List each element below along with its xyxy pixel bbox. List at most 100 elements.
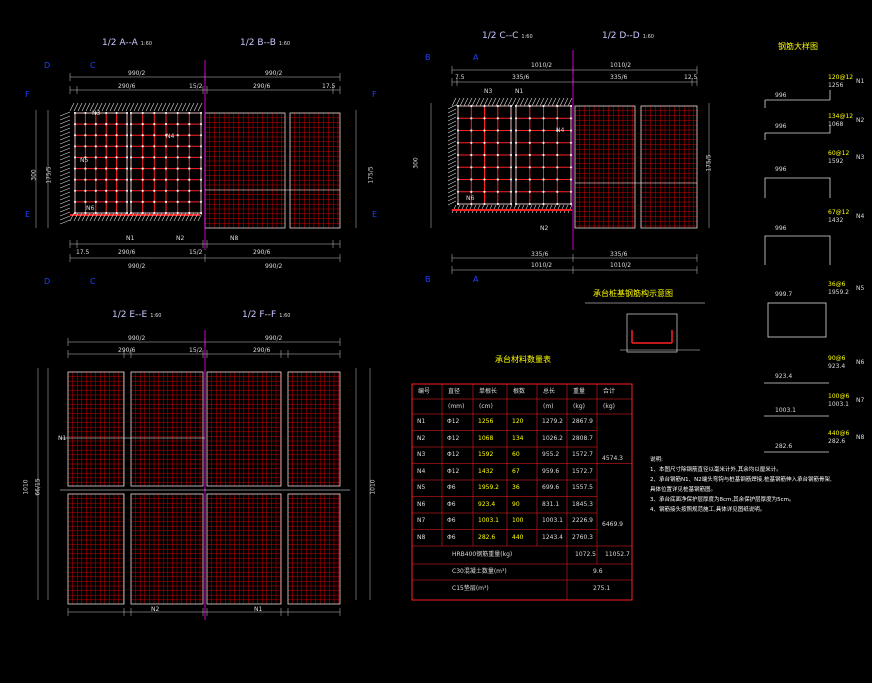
section-mark-c-top: C [90,61,96,70]
detail-id-n2: N2 [856,117,865,124]
mesh-e2 [130,371,204,487]
table-cell-6-3: 100 [512,517,524,524]
table-sum3-label: C15垫层(m³) [452,585,489,592]
table-cell-3-0: N4 [417,467,426,475]
dim-thk-right: 175/5 [367,166,375,184]
section-mark-e-right: E [372,210,378,219]
table-unit-5: (kg) [573,403,585,410]
dim-e1: 17.5 [322,83,336,90]
dim-long2-left: 66/15 [34,478,42,496]
detail-n4-shape [764,235,831,265]
section-mark-c-bottom: C [90,277,96,286]
table-cell-4-2: 1959.2 [478,484,499,491]
table-cell-7-5: 2760.3 [572,533,593,541]
table-header-3: 根数 [513,388,526,395]
table-cell-6-2: 1003.1 [478,517,499,524]
table-sum1-a: 1072.5 [575,551,596,558]
note-line-0: 说明: [650,457,663,463]
rebar-grid-a1 [73,111,129,215]
section-mark-b-top: B [425,53,431,62]
table-cell-2-2: 1592 [478,451,494,458]
dim-half-width-bottom-2: 990/2 [265,263,283,270]
dim-height-left: 300 [30,169,38,181]
table-cell-5-3: 90 [512,500,520,508]
rebar-label-n1-f: N1 [254,606,263,613]
detail-spec-n5: 36@6 [828,281,846,288]
table-cell-5-1: Φ6 [447,500,456,508]
detail-total-n4: 1432 [828,217,844,224]
table-cell-1-1: Φ12 [447,434,460,442]
mesh-d1 [574,105,636,229]
detail-id-n8: N8 [856,434,865,441]
dim-half-width-top: 990/2 [128,70,146,77]
detail-len-n8: 282.6 [775,443,793,450]
section-mark-a-bottom: A [473,275,479,284]
mesh-b1 [204,112,286,229]
detail-spec-n3: 60@12 [828,150,850,157]
dim-c2: 15/2 [189,83,203,90]
table-cell-0-1: Φ12 [447,418,460,425]
dim-b1-top: 1010/2 [531,62,553,69]
detail-id-n5: N5 [856,285,865,292]
rebar-label-n8: N8 [230,235,239,242]
detail-total-n3: 1592 [828,158,844,165]
dim-b2: 7.5 [455,74,465,81]
table-cell-6-0: N7 [417,517,426,524]
detail-spec-n8: 440@6 [828,430,850,437]
table-cell-2-6: 4574.3 [602,455,623,462]
rebar-grid-a2 [129,111,203,215]
section-mark-a-top: A [473,53,479,62]
table-cell-2-3: 60 [512,451,520,458]
table-header-0: 编号 [418,388,431,395]
rebar-label-n5: N5 [80,157,89,164]
mesh-e3 [67,493,125,605]
table-cell-7-1: Φ6 [447,533,456,541]
mesh-f2 [287,371,341,487]
rebar-label-n4: N4 [166,133,175,140]
rebar-label-n2-e: N2 [151,606,160,613]
section-mark-b-bottom: B [425,275,431,284]
dim-half-width-e: 990/2 [128,335,146,342]
note-line-5: 4、钢筋接头按照规范施工,具体详见图纸说明。 [650,507,766,513]
mesh-f1 [206,371,282,487]
table-cell-6-5: 2226.9 [572,517,593,524]
table-sum2-val: 9.6 [593,568,603,575]
section-mark-f-left: F [25,90,30,99]
table-cell-5-5: 1845.3 [572,500,593,508]
detail-total-n5: 1959.2 [828,289,849,296]
title-material-table: 承台材料数量表 [495,355,551,364]
dim-c2-e: 15/2 [189,347,203,354]
dim-c1-e: 290/6 [118,347,136,354]
detail-len-n3: 996 [775,166,787,173]
table-unit-1: (mm) [448,403,465,410]
table-sum1-label: HRB400钢筋重量(kg) [452,551,513,558]
dim-b1-bottom: 1010/2 [531,262,553,269]
hatch-bottom-a [69,212,203,222]
rebar-label-n2-b: N2 [540,225,549,232]
hatch-top-a [69,102,203,112]
table-cell-3-3: 67 [512,467,520,475]
mesh-e1 [67,371,125,487]
rebar-grid-c1 [456,104,513,206]
detail-spec-n7: 100@6 [828,393,850,400]
table-cell-0-3: 120 [512,418,524,425]
table-header-5: 重量 [573,388,586,395]
table-cell-7-2: 282.6 [478,533,496,541]
table-cell-0-2: 1256 [478,418,494,425]
table-cell-4-3: 36 [512,484,520,491]
table-cell-3-4: 959.6 [542,467,560,475]
table-cell-7-4: 1243.4 [542,533,563,541]
dim-half-width-top-2: 990/2 [265,70,283,77]
detail-total-n2: 1068 [828,121,844,128]
table-cell-4-0: N5 [417,484,426,491]
detail-len-n1: 996 [775,92,787,99]
detail-n2-shape [764,125,831,140]
table-cell-1-3: 134 [512,434,524,442]
detail-spec-n4: 67@12 [828,209,850,216]
table-cell-1-2: 1068 [478,434,494,442]
dim-c3-bottom: 290/6 [253,249,271,256]
